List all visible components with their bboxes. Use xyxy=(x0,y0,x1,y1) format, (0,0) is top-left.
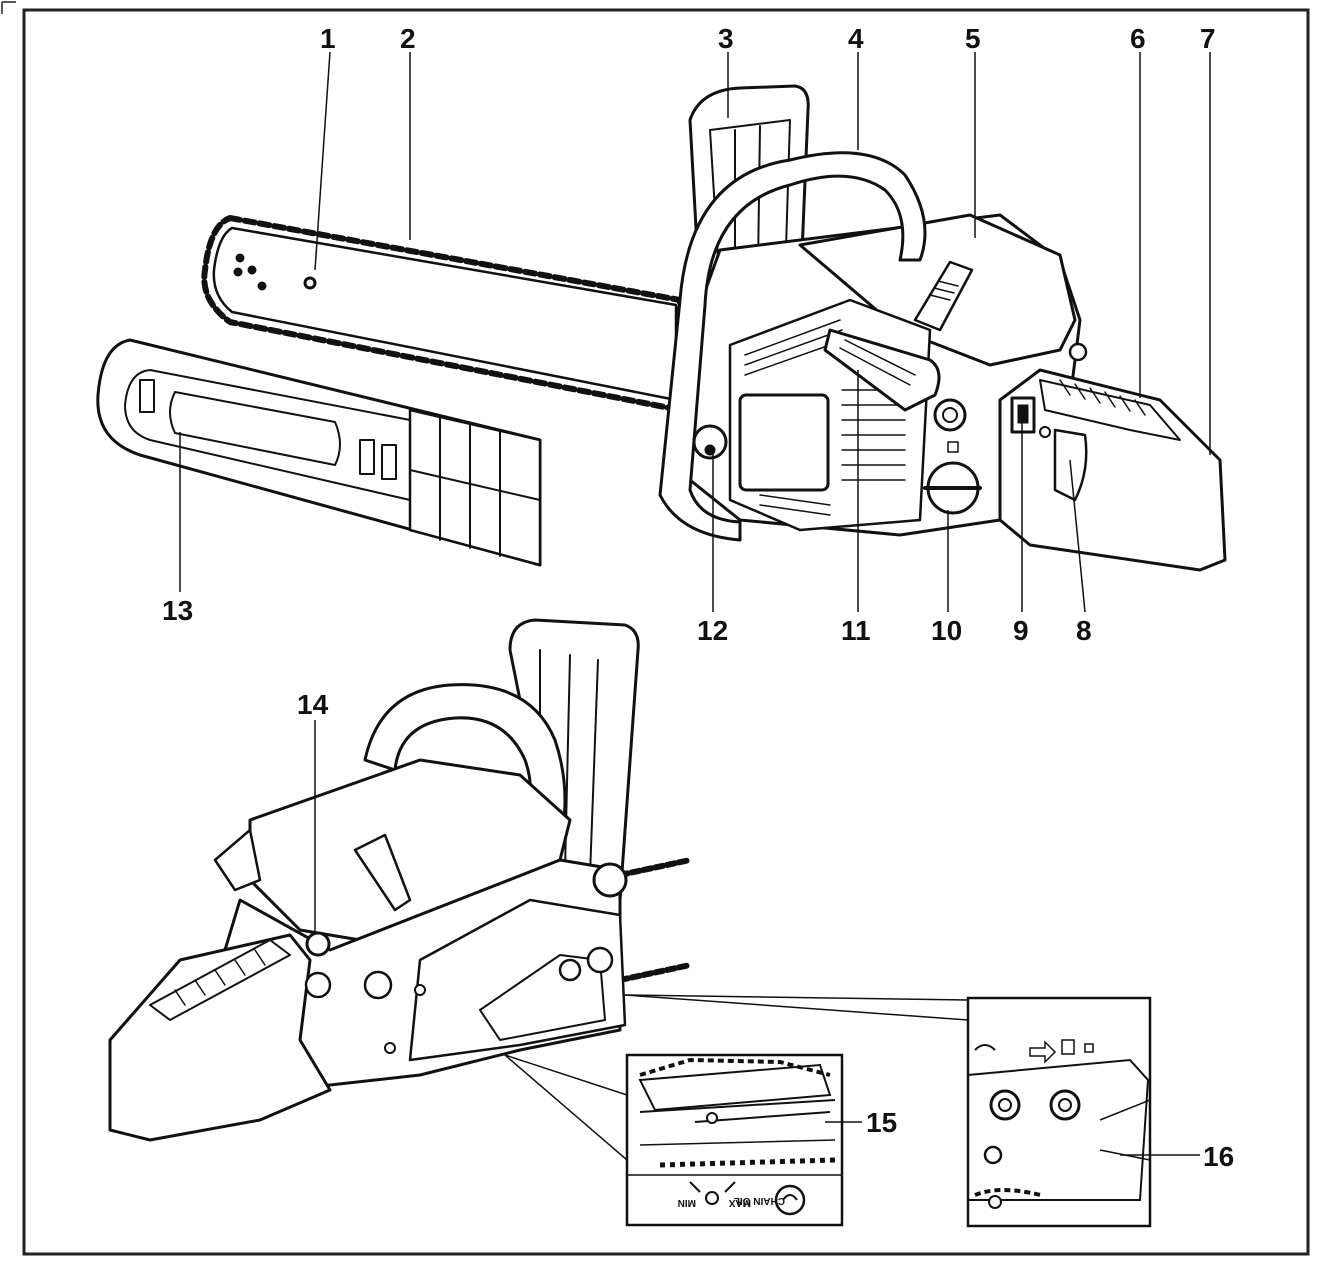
callout-12: 12 xyxy=(697,615,728,646)
callout-5: 5 xyxy=(965,23,981,54)
top-leader-lines xyxy=(179,51,1211,613)
callout-16: 16 xyxy=(1203,1141,1234,1172)
chain-brake-inset xyxy=(966,996,1152,1228)
oil-pump-inset xyxy=(625,1053,844,1227)
callout-15: 15 xyxy=(866,1107,897,1138)
bottom-chainsaw-illustration xyxy=(108,618,693,1142)
rear-handle xyxy=(998,368,1227,572)
bottom-rear-handle xyxy=(108,933,332,1142)
starter-panel xyxy=(738,393,830,492)
callout-10: 10 xyxy=(931,615,962,646)
bar-cover xyxy=(96,338,542,567)
callout-8: 8 xyxy=(1076,615,1092,646)
inset-chain-oil-label: CHAIN OIL xyxy=(734,1195,785,1206)
callout-11: 11 xyxy=(841,615,871,646)
top-chainsaw-illustration xyxy=(96,84,1227,572)
bottom-hand-guard xyxy=(508,618,640,902)
inset-max-label: MAX xyxy=(728,1197,751,1208)
callout-14: 14 xyxy=(297,689,329,720)
callout-9: 9 xyxy=(1013,615,1029,646)
callout-6: 6 xyxy=(1130,23,1146,54)
inset-min-label: MIN xyxy=(678,1197,696,1208)
callout-13: 13 xyxy=(162,595,193,626)
guide-bar-and-chain xyxy=(201,215,683,413)
oil-adjust-icon xyxy=(705,1191,719,1205)
oil-drop-icon xyxy=(774,1184,806,1216)
corner-mark xyxy=(1,1,16,14)
callout-1: 1 xyxy=(320,23,336,54)
fuel-cap xyxy=(305,931,331,957)
callout-numbers: 1 2 3 4 5 6 7 8 9 10 11 12 13 14 15 16 xyxy=(162,23,1234,1172)
callout-7: 7 xyxy=(1200,23,1216,54)
oil-cap xyxy=(1068,342,1088,362)
grille xyxy=(744,319,906,516)
front-handle xyxy=(658,151,927,542)
throttle-lockout xyxy=(1039,379,1181,441)
callout-2: 2 xyxy=(400,23,416,54)
callout-4: 4 xyxy=(848,23,864,54)
bottom-cover-latch xyxy=(353,833,412,912)
inset-connector-lines xyxy=(314,720,969,1161)
chain-tensioner xyxy=(692,424,728,460)
diagram-border xyxy=(22,8,1310,1256)
callout-3: 3 xyxy=(718,23,734,54)
arrow-icon xyxy=(1029,1040,1057,1064)
